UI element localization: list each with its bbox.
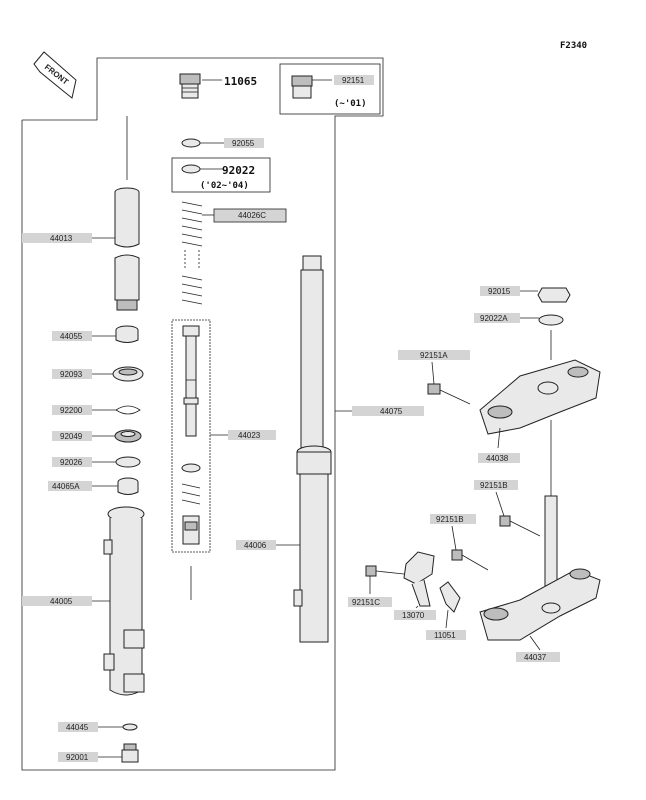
clamp-11051 <box>439 581 461 613</box>
callout-92001: 92001 <box>66 753 89 762</box>
callout-44045: 44045 <box>66 723 89 732</box>
lower-triple-clamp-stem <box>479 495 601 641</box>
upper-triple-clamp <box>479 359 601 435</box>
fork-outer-tube <box>103 506 145 696</box>
callout-44005: 44005 <box>50 597 73 606</box>
callout-13070: 13070 <box>402 611 425 620</box>
callout-92022: 92022 <box>222 164 255 177</box>
callout-92151c: 92151C <box>352 598 380 607</box>
callout-92151-top: 92151 <box>342 76 365 85</box>
o-ring-92022 <box>181 164 201 174</box>
callout-92151b-right: 92151B <box>480 481 508 490</box>
bolt-92151b-left <box>451 549 489 571</box>
circlip-92200 <box>115 405 141 415</box>
front-direction-arrow: FRONT <box>33 51 77 99</box>
callout-44065a: 44065A <box>52 482 80 491</box>
callout-44038: 44038 <box>486 454 509 463</box>
o-ring-92055 <box>181 138 201 148</box>
leader-lines <box>92 79 541 758</box>
callout-92049: 92049 <box>60 432 83 441</box>
callout-labels: 11065 92151 (~'01) 92055 92022 ('02~'04)… <box>22 75 560 762</box>
inset-box-92151 <box>279 63 381 115</box>
bolt-92151b-right <box>499 515 541 537</box>
callout-92015: 92015 <box>488 287 511 296</box>
main-frame-outline <box>21 57 384 771</box>
bracket-13070 <box>403 551 435 607</box>
figure-id: F2340 <box>560 41 587 51</box>
drain-bolt-92001 <box>121 743 139 763</box>
note-to-01: (~'01) <box>334 99 367 109</box>
damper-parts-box <box>171 319 211 553</box>
fork-inner-tube <box>114 187 140 311</box>
callout-44013: 44013 <box>50 234 73 243</box>
callout-92093: 92093 <box>60 370 83 379</box>
note-02-04: ('02~'04) <box>200 181 249 191</box>
damper-rod-assembly <box>181 325 201 545</box>
fork-spring <box>181 201 203 305</box>
callout-92151b-left: 92151B <box>436 515 464 524</box>
cap-92151-part <box>291 75 313 99</box>
fork-leg-44006 <box>293 255 332 643</box>
callout-92055: 92055 <box>232 139 255 148</box>
callout-92200: 92200 <box>60 406 83 415</box>
stem-nut-92015 <box>537 287 571 303</box>
washer-92026 <box>115 456 141 468</box>
callout-92151a: 92151A <box>420 351 448 360</box>
callout-44023: 44023 <box>238 431 261 440</box>
dust-seal-92049 <box>114 429 142 443</box>
bushing-44065a <box>117 477 139 495</box>
washer-44045 <box>122 723 138 731</box>
callout-92026: 92026 <box>60 458 83 467</box>
callout-44037: 44037 <box>524 653 547 662</box>
callout-44006: 44006 <box>244 541 267 550</box>
fork-cap-bolt <box>179 73 201 99</box>
washer-92022a <box>538 314 564 326</box>
callout-92022a: 92022A <box>480 314 508 323</box>
callout-11065: 11065 <box>224 75 257 88</box>
callout-11051: 11051 <box>434 631 456 640</box>
bolt-92151a <box>427 383 471 405</box>
callout-44055: 44055 <box>60 332 83 341</box>
callout-44075: 44075 <box>380 407 403 416</box>
bushing-44055 <box>115 325 139 343</box>
callout-44026c: 44026C <box>238 211 266 220</box>
bolt-92151c <box>365 565 405 577</box>
inset-box-92022 <box>171 157 271 193</box>
oil-seal-92093 <box>112 366 144 382</box>
